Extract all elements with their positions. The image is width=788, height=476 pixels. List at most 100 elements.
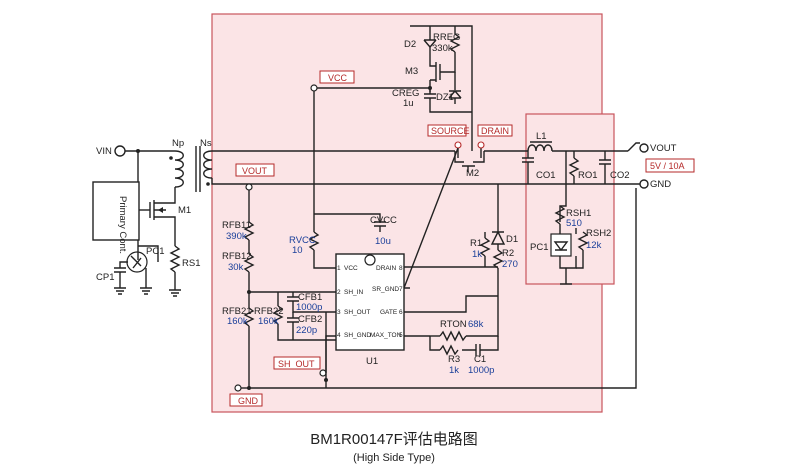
ic-pin-num-1: 1	[337, 265, 341, 272]
source-tag: SOURCE	[431, 126, 470, 136]
co2-label: CO2	[610, 170, 630, 181]
rreg-label: RREG	[433, 32, 460, 43]
r1-resistor	[479, 237, 491, 257]
rvcc-value: 10	[292, 245, 303, 256]
sh-out-tag: SH_OUT	[278, 359, 315, 369]
rton-resistor	[439, 330, 467, 342]
ro1-label: RO1	[578, 170, 598, 181]
m3-label: M3	[405, 66, 418, 77]
cfb1-value: 1000p	[296, 302, 322, 313]
ic-pin-num-3: 3	[337, 309, 341, 316]
transformer-primary-winding	[174, 150, 184, 188]
rfb11-resistor	[243, 221, 255, 241]
m3-symbol	[429, 60, 441, 92]
l1-inductor	[527, 144, 553, 152]
rsh2-label: RSH2	[586, 228, 611, 239]
ic-pin-num-6: 6	[399, 309, 403, 316]
ic-pins-left: VCC SH_IN SH_OUT SH_GND 1 2 3 4	[337, 265, 371, 339]
cvcc-label: CVCC	[370, 215, 397, 226]
vcc-tag: VCC	[328, 73, 348, 83]
rton-value: 68k	[468, 319, 484, 330]
ic-u1-body	[335, 253, 405, 351]
pc1-primary-label: PC1	[146, 246, 164, 257]
gnd-tag: GND	[238, 396, 259, 406]
rreg-resistor	[449, 33, 461, 53]
r2-resistor	[492, 249, 504, 269]
rfb21-resistor	[243, 307, 255, 327]
rfb22-value: 160k	[258, 316, 279, 327]
r2-value: 270	[502, 259, 518, 270]
rsh1-value: 510	[566, 218, 582, 229]
ic-pin-num-8: 8	[399, 265, 403, 272]
vout-label: VOUT	[650, 143, 677, 154]
rton-label: RTON	[440, 319, 467, 330]
ic-pin-num-2: 2	[337, 289, 341, 296]
gnd-terminal	[639, 179, 649, 189]
rs1-resistor	[169, 245, 181, 273]
ic-pin-num-7: 7	[399, 286, 403, 293]
rfb11-label: RFB11	[222, 220, 251, 231]
ic-pin-num-4: 4	[337, 332, 341, 339]
r3-resistor	[439, 344, 459, 356]
drain-tag: DRAIN	[481, 126, 509, 136]
r3-value: 1k	[449, 365, 459, 376]
cfb2-value: 220p	[296, 325, 317, 336]
m2-label: M2	[466, 168, 479, 179]
cfb2-label: CFB2	[298, 314, 322, 325]
c1-value: 1000p	[468, 365, 494, 376]
ic-pin-max-ton: MAX_TON	[370, 332, 402, 339]
ro1-resistor	[568, 157, 580, 177]
vout-tag: VOUT	[242, 166, 268, 176]
vin-label: VIN	[96, 146, 112, 157]
rfb11-value: 390k	[226, 231, 247, 242]
transformer-secondary-winding	[203, 150, 213, 179]
rfb22-resistor	[272, 305, 284, 325]
r1-value: 1k	[472, 249, 482, 260]
ic-pin-sh-in: SH_IN	[344, 289, 363, 296]
l1-label: L1	[536, 131, 547, 142]
dz1-label: DZ1	[436, 92, 454, 103]
rreg-value: 330k	[432, 43, 453, 54]
vout-terminal	[639, 143, 649, 153]
rfb21-value: 160k	[227, 316, 248, 327]
ns-label: Ns	[200, 138, 212, 149]
rfb22-label: RFB22	[254, 306, 284, 317]
primary-controller-label: Primary Cont.	[117, 196, 128, 254]
rs1-label: RS1	[182, 258, 200, 269]
rsh2-value: 12k	[586, 240, 602, 251]
vin-terminal	[114, 145, 126, 157]
cp1-label: CP1	[96, 272, 114, 283]
creg-value: 1u	[403, 98, 414, 109]
gnd-label: GND	[650, 179, 671, 190]
r3-label: R3	[448, 354, 460, 365]
rfb21-label: RFB21	[222, 306, 252, 317]
ic-pin-gate: GATE	[380, 309, 398, 316]
rvcc-label: RVCC	[289, 235, 316, 246]
ic-pins-right: DRAIN SR_GND GATE MAX_TON 8 7 6 5	[370, 265, 403, 339]
cfb1-label: CFB1	[298, 292, 322, 303]
primary-controller-box	[92, 181, 140, 241]
creg-label: CREG	[392, 88, 419, 99]
ic-pin-num-5: 5	[399, 332, 403, 339]
rsh2-resistor	[577, 231, 589, 251]
rfb12-value: 30k	[228, 262, 244, 273]
r2-label: R2	[502, 248, 514, 259]
np-label: Np	[172, 138, 184, 149]
pc1-output-led	[550, 233, 572, 257]
co1-label: CO1	[536, 170, 556, 181]
rsh1-resistor	[554, 205, 566, 225]
ic-pin-drain: DRAIN	[376, 265, 397, 272]
rsh1-label: RSH1	[566, 208, 591, 219]
m1-symbol	[149, 200, 176, 226]
ic-pin-sh-out: SH_OUT	[344, 309, 370, 316]
rating-tag: 5V / 10A	[650, 161, 685, 171]
ic-pin-sh-gnd: SH_GND	[344, 332, 371, 339]
pc1-output-label: PC1	[530, 242, 548, 253]
m1-label: M1	[178, 205, 191, 216]
ic-pin-vcc: VCC	[344, 265, 358, 272]
rfb12-resistor	[243, 253, 255, 273]
rfb12-label: RFB12	[222, 251, 252, 262]
c1-label: C1	[474, 354, 486, 365]
ic-u1-label: U1	[366, 356, 378, 367]
